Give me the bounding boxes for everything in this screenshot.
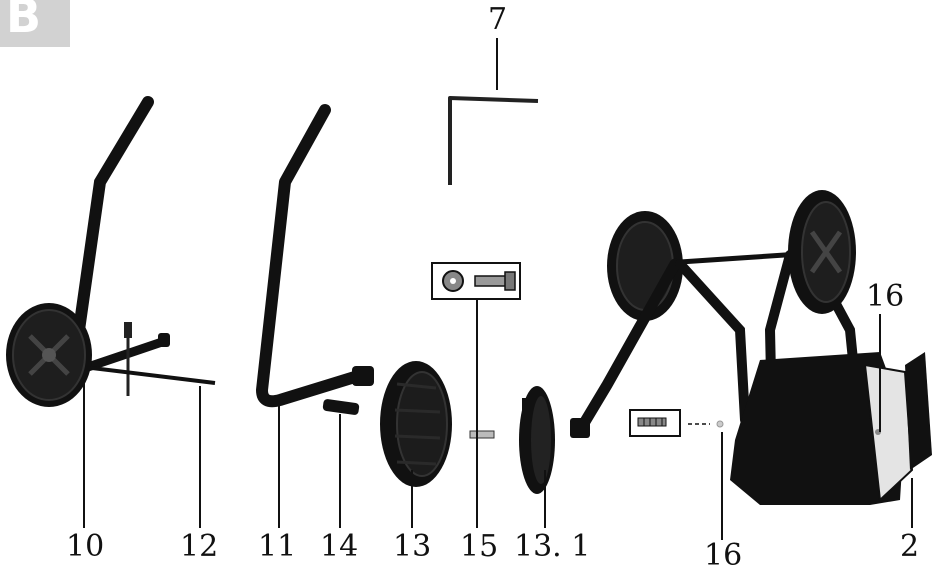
handle-frame-with-wheel-part bbox=[6, 96, 216, 407]
label-part-14: 14 bbox=[320, 529, 359, 564]
label-part-10: 10 bbox=[66, 529, 105, 564]
hub-cap-part bbox=[519, 386, 555, 494]
label-part-12: 12 bbox=[180, 529, 219, 564]
label-part-2: 2 bbox=[900, 529, 920, 564]
base-assembly-part bbox=[570, 190, 932, 505]
leader-lines bbox=[83, 38, 913, 540]
wheel-part bbox=[380, 361, 452, 487]
handle-frame-part bbox=[256, 104, 374, 408]
screw-part bbox=[629, 409, 724, 437]
hex-key-part bbox=[448, 96, 539, 185]
label-part-15: 15 bbox=[460, 529, 499, 564]
label-part-16-top: 16 bbox=[866, 279, 905, 314]
section-badge: B bbox=[0, 0, 70, 47]
bolt-and-washer-part bbox=[431, 262, 521, 439]
label-part-13: 13 bbox=[393, 529, 432, 564]
knob-part bbox=[322, 399, 360, 415]
label-part-11: 11 bbox=[258, 529, 297, 564]
label-part-7: 7 bbox=[488, 2, 508, 37]
label-part-13-1: 13. 1 bbox=[514, 529, 591, 564]
label-part-16-bottom: 16 bbox=[704, 538, 743, 573]
